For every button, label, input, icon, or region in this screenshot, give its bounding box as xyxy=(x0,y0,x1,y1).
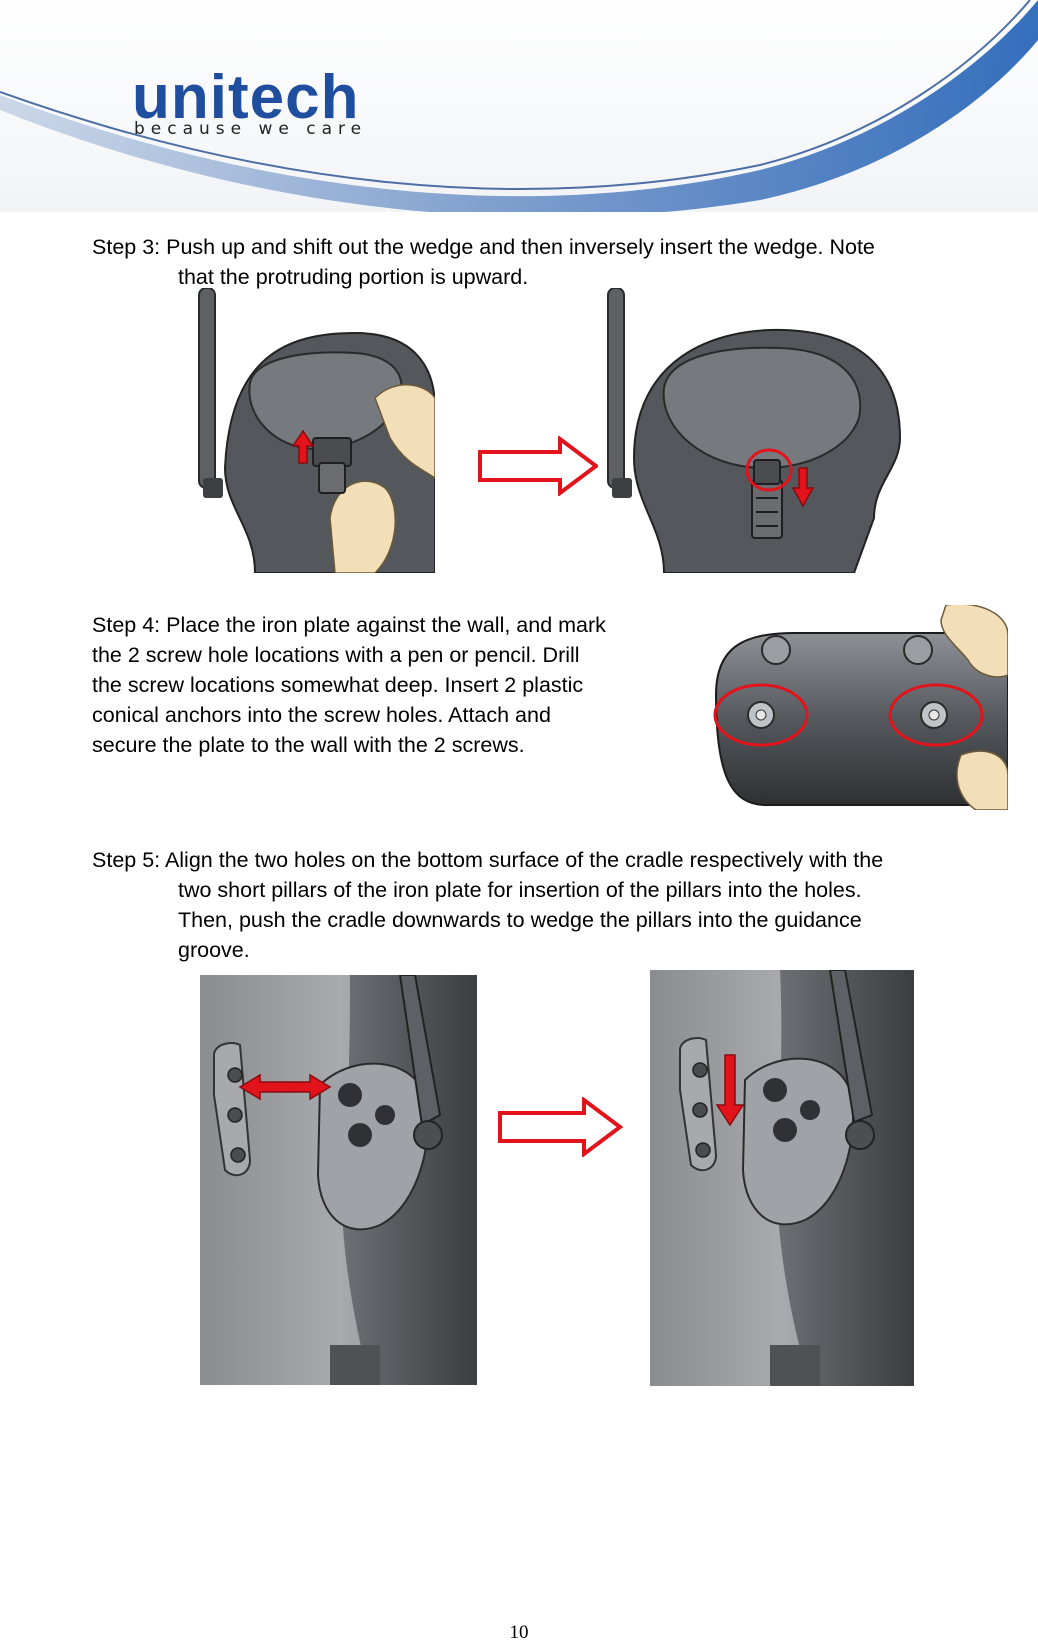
cradle-wedge-in-illustration xyxy=(607,288,902,573)
page-number: 10 xyxy=(509,1622,529,1643)
cradle-align-pillars-illustration xyxy=(200,975,477,1385)
logo-wordmark: unitech xyxy=(132,63,359,132)
header-swoosh: unitech because we care xyxy=(0,0,1038,220)
step-5-text: Step 5: Align the two holes on the botto… xyxy=(92,845,1022,965)
step-4-line-5: secure the plate to the wall with the 2 … xyxy=(92,733,525,757)
step-3-line-1: Push up and shift out the wedge and then… xyxy=(166,235,875,259)
step-3-right-arrow xyxy=(478,436,598,496)
step-4-line-4: conical anchors into the screw holes. At… xyxy=(92,703,551,727)
step-3-text: Step 3: Push up and shift out the wedge … xyxy=(92,232,1012,292)
step-5-line-4: groove. xyxy=(178,938,250,962)
step-4-line-1: Step 4: Place the iron plate against the… xyxy=(92,613,606,637)
step-3-label: Step 3: xyxy=(92,235,161,259)
step-4-text: Step 4: Place the iron plate against the… xyxy=(92,610,702,760)
page-header: unitech because we care xyxy=(0,0,1038,220)
step-3-line-2: that the protruding portion is upward. xyxy=(178,265,529,289)
step-5-line-1: Align the two holes on the bottom surfac… xyxy=(164,848,884,872)
step-5-line-2: two short pillars of the iron plate for … xyxy=(178,878,862,902)
step-5-label: Step 5: xyxy=(92,848,161,872)
logo-tagline: because we care xyxy=(134,119,367,139)
iron-plate-illustration xyxy=(713,605,1008,810)
step-4-line-2: the 2 screw hole locations with a pen or… xyxy=(92,643,580,667)
cradle-wedge-out-illustration xyxy=(198,288,435,573)
step-5-right-arrow xyxy=(498,1097,623,1157)
step-4-line-3: the screw locations somewhat deep. Inser… xyxy=(92,673,584,697)
step-5-line-3: Then, push the cradle downwards to wedge… xyxy=(178,908,862,932)
cradle-mounted-illustration xyxy=(650,970,914,1386)
